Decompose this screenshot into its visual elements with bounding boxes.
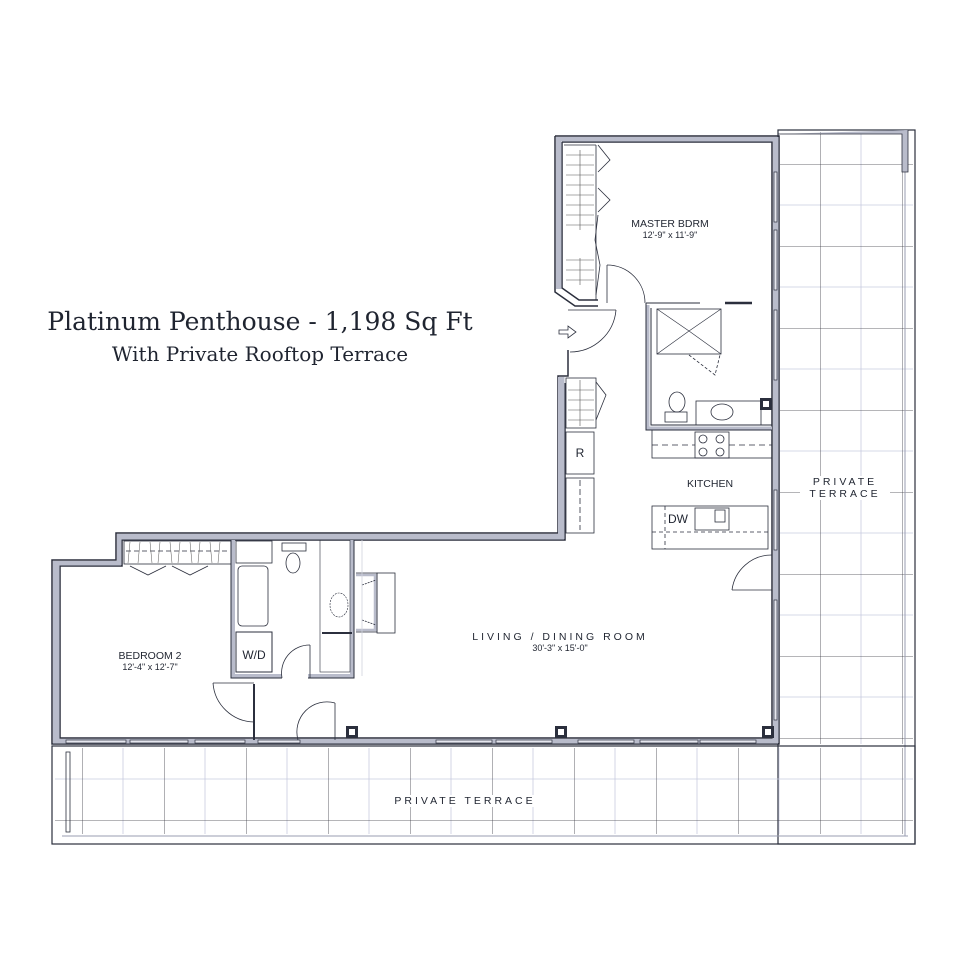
terrace-east-line1: PRIVATE	[812, 476, 878, 488]
columns	[346, 398, 774, 738]
page-title: Platinum Penthouse - 1,198 Sq Ft	[47, 307, 473, 336]
terrace-east-label: PRIVATE TERRACE	[800, 476, 890, 500]
terrace-east-line2: TERRACE	[809, 488, 881, 500]
master-closet	[564, 144, 611, 300]
terrace-door	[731, 554, 773, 591]
refrigerator-label: R	[575, 446, 585, 460]
wall-fill	[53, 137, 779, 744]
bath-2	[230, 539, 355, 679]
windows	[65, 171, 778, 744]
master-bedroom-name: MASTER BDRM	[631, 218, 709, 230]
bedroom-2-label: BEDROOM 2 12'-4" x 12'-7"	[100, 650, 200, 672]
kitchen-label: KITCHEN	[686, 478, 734, 490]
master-bedroom-label: MASTER BDRM 12'-9" x 11'-9"	[620, 218, 720, 240]
exterior-walls	[51, 135, 780, 745]
title-block: Platinum Penthouse - 1,198 Sq Ft With Pr…	[40, 305, 480, 369]
master-bedroom-dimensions: 12'-9" x 11'-9"	[642, 230, 698, 240]
kitchen-counters	[651, 429, 773, 550]
bedroom2-doors	[212, 682, 336, 741]
dishwasher-label: DW	[668, 512, 688, 526]
fireplace	[356, 540, 396, 676]
terrace-south	[51, 745, 916, 845]
entry-door	[568, 309, 617, 353]
bedroom-2-dimensions: 12'-4" x 12'-7"	[122, 662, 178, 672]
pantry	[565, 377, 607, 534]
terrace-south-label: PRIVATE TERRACE	[385, 795, 545, 807]
terrace-east	[777, 129, 916, 845]
entry-arrow-icon	[558, 325, 577, 339]
washer-dryer-label: W/D	[242, 648, 266, 662]
living-dining-label: LIVING / DINING ROOM 30'-3" x 15'-0"	[420, 631, 700, 653]
living-dining-name: LIVING / DINING ROOM	[472, 631, 648, 643]
page-subtitle: With Private Rooftop Terrace	[111, 342, 409, 366]
master-bath	[645, 301, 772, 431]
bedroom-2-name: BEDROOM 2	[118, 650, 182, 662]
master-door	[606, 264, 646, 304]
living-dining-dimensions: 30'-3" x 15'-0"	[532, 643, 588, 653]
